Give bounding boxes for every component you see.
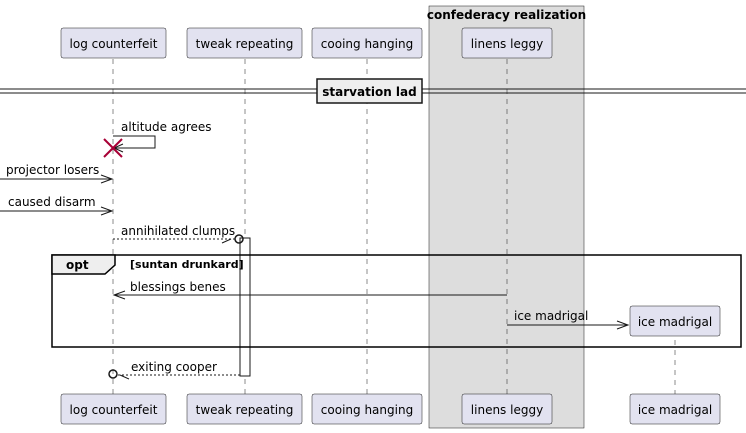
participant-ice-madrigal-bottom[interactable]: ice madrigal — [629, 393, 721, 425]
participant-group-box — [428, 5, 585, 429]
participant-cooing-hanging-bottom[interactable]: cooing hanging — [311, 393, 423, 425]
svg-text:linens leggy: linens leggy — [471, 37, 543, 51]
svg-text:cooing hanging: cooing hanging — [321, 37, 413, 51]
svg-text:projector losers: projector losers — [6, 163, 99, 177]
svg-text:annihilated clumps: annihilated clumps — [121, 224, 235, 238]
svg-text:opt: opt — [66, 258, 89, 272]
svg-text:ice madrigal: ice madrigal — [638, 315, 712, 329]
message-caused-disarm: caused disarm — [0, 195, 114, 216]
message-altitude-agrees: altitude agrees — [112, 120, 212, 153]
svg-text:log counterfeit: log counterfeit — [70, 403, 158, 417]
activation-bar — [239, 237, 251, 377]
svg-text:caused disarm: caused disarm — [8, 195, 96, 209]
svg-text:[suntan drunkard]: [suntan drunkard] — [130, 258, 244, 271]
svg-text:tweak repeating: tweak repeating — [196, 37, 294, 51]
participant-log-counterfeit-bottom[interactable]: log counterfeit — [60, 393, 167, 425]
participant-ice-madrigal-created[interactable]: ice madrigal — [629, 305, 721, 337]
message-projector-losers: projector losers — [0, 163, 114, 184]
svg-text:altitude agrees: altitude agrees — [121, 120, 212, 134]
divider: starvation lad — [0, 78, 746, 104]
svg-text:starvation lad: starvation lad — [322, 85, 416, 99]
svg-text:log counterfeit: log counterfeit — [70, 37, 158, 51]
svg-text:blessings benes: blessings benes — [130, 280, 226, 294]
participant-group-title: confederacy realization — [427, 8, 586, 22]
participant-linens-leggy-top[interactable]: linens leggy — [461, 27, 553, 59]
svg-text:ice madrigal: ice madrigal — [514, 309, 588, 323]
message-ice-madrigal: ice madrigal — [507, 309, 630, 330]
message-blessings-benes: blessings benes — [112, 280, 507, 300]
message-annihilated-clumps: annihilated clumps — [113, 224, 244, 244]
message-exiting-cooper: exiting cooper — [108, 360, 240, 380]
svg-text:exiting cooper: exiting cooper — [131, 360, 217, 374]
opt-fragment: opt [suntan drunkard] — [51, 254, 742, 348]
participant-tweak-repeating-bottom[interactable]: tweak repeating — [186, 393, 303, 425]
svg-text:ice madrigal: ice madrigal — [638, 403, 712, 417]
participant-cooing-hanging-top[interactable]: cooing hanging — [311, 27, 423, 59]
participant-tweak-repeating-top[interactable]: tweak repeating — [186, 27, 303, 59]
participant-linens-leggy-bottom[interactable]: linens leggy — [461, 393, 553, 425]
participant-log-counterfeit-top[interactable]: log counterfeit — [60, 27, 167, 59]
svg-text:tweak repeating: tweak repeating — [196, 403, 294, 417]
svg-text:cooing hanging: cooing hanging — [321, 403, 413, 417]
svg-text:linens leggy: linens leggy — [471, 403, 543, 417]
destroy-x-icon — [103, 138, 123, 158]
